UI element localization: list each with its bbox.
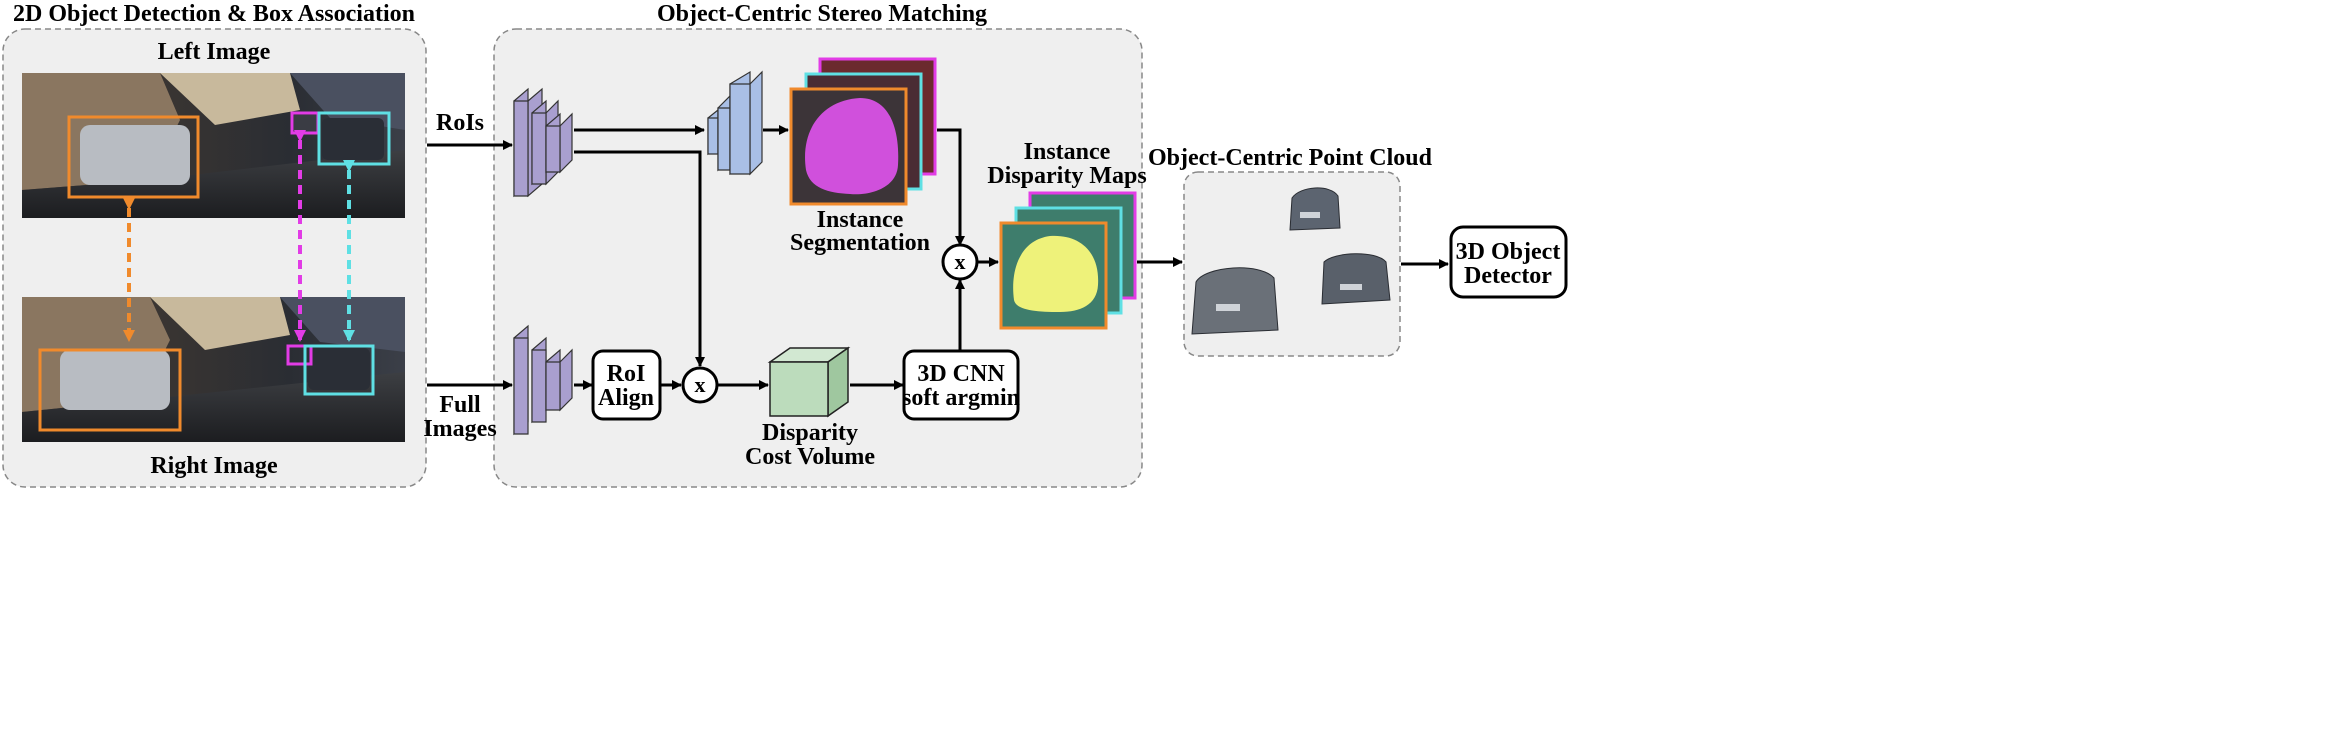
disparity-maps-label-line1: Instance bbox=[1024, 139, 1111, 165]
segmentation-head bbox=[707, 70, 763, 176]
cnn-line1: 3D CNN bbox=[917, 361, 1005, 387]
full-images-label-line2: Images bbox=[423, 416, 496, 442]
left-image bbox=[22, 73, 405, 218]
cost-volume-label-line1: Disparity bbox=[762, 420, 858, 446]
instance-segmentation-stack bbox=[789, 57, 937, 206]
roi-feature-extractor bbox=[513, 87, 573, 198]
segmentation-to-multiply-arrow bbox=[937, 128, 965, 246]
feature-multiply-symbol: x bbox=[695, 372, 706, 397]
segmentation-label-line1: Instance bbox=[817, 207, 904, 233]
right-image bbox=[22, 297, 405, 442]
cost-volume-label-line2: Cost Volume bbox=[745, 444, 875, 470]
right-cyan-box bbox=[303, 344, 375, 396]
detector-line1: 3D Object bbox=[1456, 239, 1561, 265]
stereo-section-title: Object-Centric Stereo Matching bbox=[657, 1, 987, 27]
cost-volume-cube bbox=[767, 346, 851, 418]
point-cloud-objects bbox=[1191, 187, 1391, 335]
right-magenta-box bbox=[286, 344, 313, 366]
roi-to-multiply-arrow bbox=[574, 150, 705, 367]
left-image-label: Left Image bbox=[158, 39, 271, 65]
roi-align-line2: Align bbox=[598, 385, 654, 411]
rois-label: RoIs bbox=[436, 110, 484, 136]
image-feature-extractor bbox=[513, 324, 573, 436]
detection-section-title: 2D Object Detection & Box Association bbox=[13, 1, 415, 27]
instance-disparity-stack bbox=[999, 191, 1137, 330]
pointcloud-section-title: Object-Centric Point Cloud bbox=[1148, 145, 1433, 171]
detector-line2: Detector bbox=[1464, 263, 1552, 289]
right-orange-box bbox=[38, 348, 182, 432]
disparity-maps-label-line2: Disparity Maps bbox=[987, 163, 1146, 189]
left-orange-box bbox=[67, 115, 200, 199]
mask-multiply-symbol: x bbox=[955, 249, 966, 274]
right-image-label: Right Image bbox=[150, 453, 278, 479]
roi-align-line1: RoI bbox=[607, 361, 646, 387]
cnn-line2: soft argmin bbox=[902, 385, 1020, 411]
full-images-label-line1: Full bbox=[439, 392, 481, 418]
detector-block bbox=[1449, 225, 1568, 299]
segmentation-label-line2: Segmentation bbox=[790, 230, 930, 256]
